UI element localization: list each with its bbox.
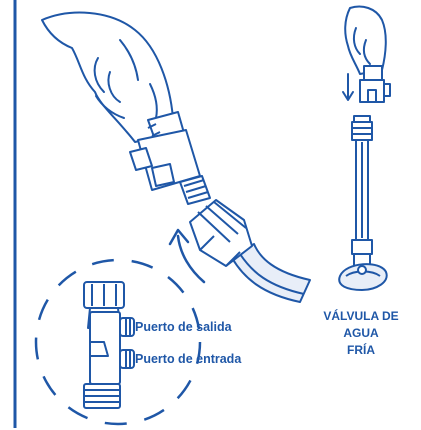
- valve-title-line1: VÁLVULA DE: [323, 308, 398, 323]
- supply-line-tube: [351, 115, 373, 255]
- cold-water-valve: [338, 253, 388, 291]
- hose: [189, 199, 311, 303]
- arrow-down-icon: [342, 73, 354, 101]
- valve-title-line3: FRÍA: [347, 342, 375, 357]
- hand-icon: [41, 11, 179, 143]
- valve-title-line2: AGUA: [343, 326, 379, 340]
- curved-arrow-icon: [168, 228, 206, 284]
- hand-icon: [344, 5, 387, 75]
- inlet-port-label: Puerto de entrada: [135, 352, 242, 366]
- angle-valve-detail: [83, 281, 135, 409]
- detail-circle: [34, 258, 202, 426]
- supply-line-top: [359, 65, 391, 103]
- outlet-port-label: Puerto de salida: [135, 320, 233, 334]
- angle-valve-top: [129, 111, 211, 205]
